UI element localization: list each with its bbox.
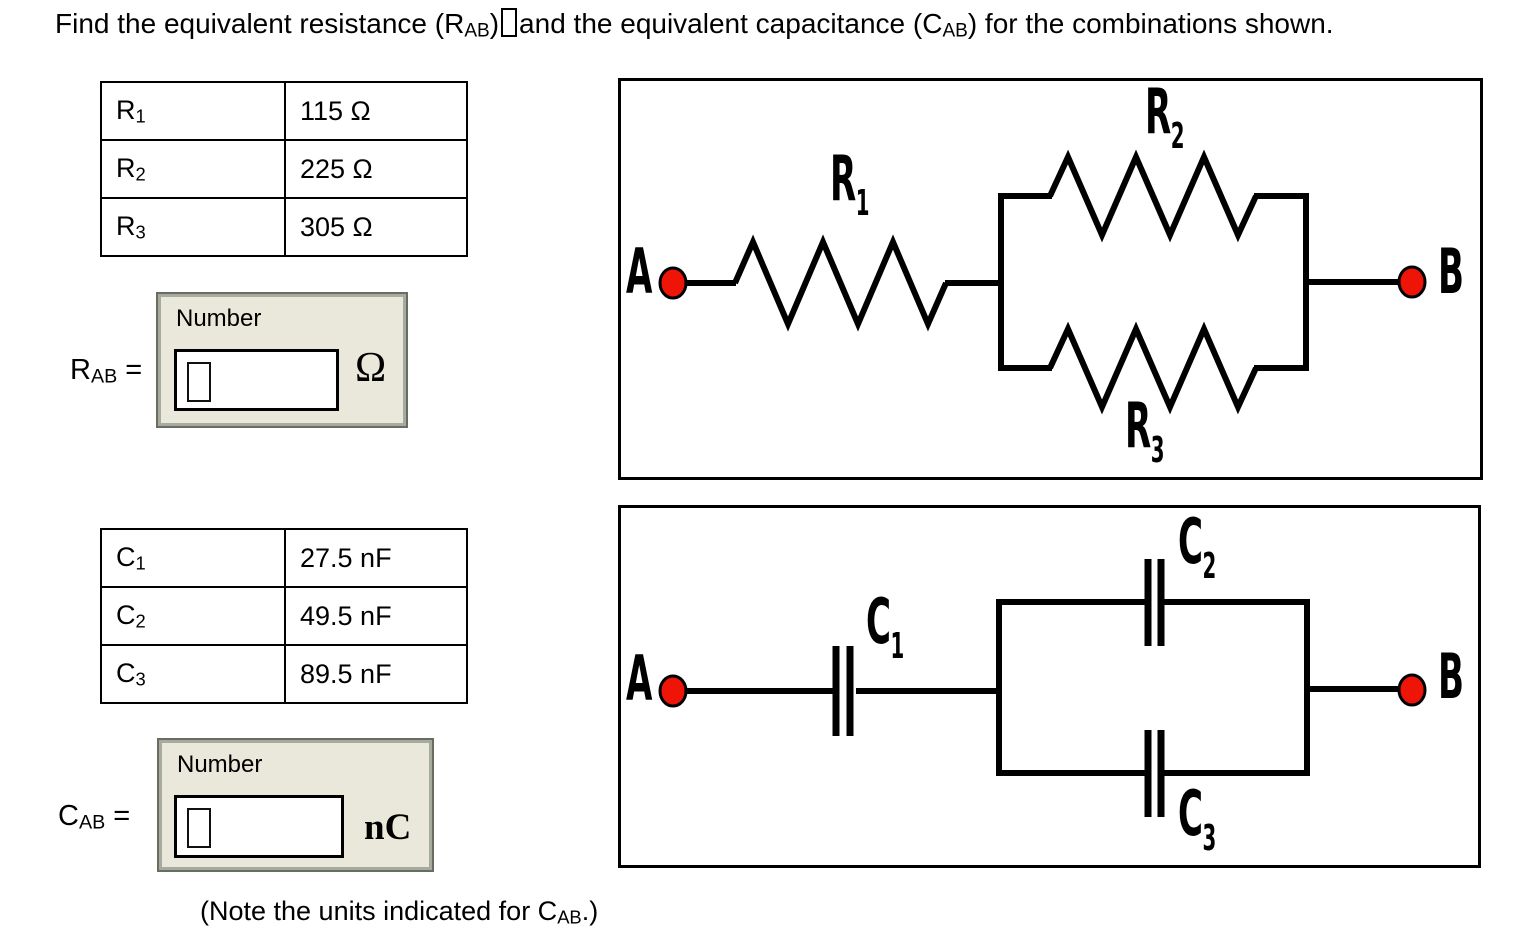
table-row: R1 115 Ω [100,81,468,141]
resistor-value-cell: 115 Ω [284,81,468,141]
cab-label-main: C [58,800,79,832]
capacitor-name-cell: C3 [100,644,286,704]
empty-value-box [187,808,211,848]
title-sub-ab-2: AB [942,20,968,42]
cab-label-equals: = [105,800,131,832]
note-text: (Note the units indicated for C [200,896,558,926]
resistor-r3-zigzag [1047,321,1259,415]
capacitor-symbol: C [116,657,136,688]
note-text: .) [581,896,599,926]
terminal-b-label: B [1438,640,1464,713]
title-sub-ab-1: AB [464,20,490,42]
number-field-label: Number [176,305,262,332]
capacitor-symbol-sub: 2 [135,610,146,632]
resistor-circuit-diagram: A R1 R2 R3 B [618,78,1483,480]
resistor-r3-label: R3 [1125,389,1164,472]
title-text: ) [489,8,500,39]
capacitor-value-cell: 49.5 nF [284,586,468,646]
capacitor-c1-label: C1 [866,585,904,668]
terminal-a-label: A [626,642,652,715]
resistor-symbol: R [116,94,136,125]
resistor-symbol: R [116,210,136,241]
terminal-b-dot [1397,265,1427,299]
resistor-circuit-svg [618,78,1483,480]
capacitor-circuit-svg [618,505,1481,868]
title-text: Find the equivalent resistance (R [55,8,465,39]
capacitor-value-cell: 27.5 nF [284,528,468,588]
table-row: C3 89.5 nF [100,644,468,704]
rab-answer-input[interactable] [174,349,339,411]
terminal-a-label: A [626,235,652,308]
table-row: C2 49.5 nF [100,586,468,646]
cab-unit-label: nC [364,807,412,848]
rab-unit-label: Ω [355,345,387,391]
capacitor-value-cell: 89.5 nF [284,644,468,704]
table-row: R2 225 Ω [100,139,468,199]
capacitor-name-cell: C1 [100,528,286,588]
units-note: (Note the units indicated for CAB.) [200,896,598,928]
page-title: Find the equivalent resistance (RAB)and … [55,8,1334,42]
resistor-symbol-sub: 2 [135,163,146,185]
title-text: ) for the combinations shown. [967,8,1334,39]
capacitor-name-cell: C2 [100,586,286,646]
cab-answer-panel: Number nC [157,738,434,872]
rab-label-main: R [70,354,91,386]
capacitor-symbol: C [116,599,136,630]
capacitor-value-table: C1 27.5 nF C2 49.5 nF C3 89.5 nF [100,528,468,704]
capacitor-c3-label: C3 [1178,777,1216,860]
resistor-r2-label: R2 [1145,75,1184,158]
terminal-a-dot [658,266,688,300]
resistor-r2-zigzag [1047,149,1259,243]
number-field-label: Number [177,751,263,778]
cab-label-sub: AB [78,811,106,834]
rab-label: RAB = [70,354,142,389]
rab-label-sub: AB [90,365,118,388]
table-row: R3 305 Ω [100,197,468,257]
resistor-name-cell: R2 [100,139,286,199]
terminal-a-dot [658,674,688,708]
resistor-r1-label: R1 [830,142,869,225]
cab-answer-input[interactable] [174,795,344,858]
capacitor-symbol-sub: 1 [135,552,146,574]
resistor-r1-zigzag [732,234,949,332]
table-row: C1 27.5 nF [100,528,468,588]
note-sub: AB [557,906,582,928]
resistor-value-cell: 305 Ω [284,197,468,257]
capacitor-symbol-sub: 3 [135,668,146,690]
capacitor-circuit-diagram: A C1 C2 C3 B [618,505,1481,868]
rab-label-equals: = [117,354,143,386]
rab-answer-panel: Number Ω [156,292,408,428]
resistor-symbol: R [116,152,136,183]
title-text: and the equivalent capacitance (C [519,8,943,39]
resistor-symbol-sub: 1 [135,105,146,127]
resistor-name-cell: R1 [100,81,286,141]
resistor-value-cell: 225 Ω [284,139,468,199]
resistor-name-cell: R3 [100,197,286,257]
capacitor-symbol: C [116,541,136,572]
resistor-value-table: R1 115 Ω R2 225 Ω R3 305 Ω [100,81,468,257]
capacitor-c2-label: C2 [1178,505,1216,588]
missing-glyph-box [501,8,518,37]
resistor-symbol-sub: 3 [135,221,146,243]
terminal-b-label: B [1438,235,1464,308]
terminal-b-dot [1397,673,1427,707]
cab-label: CAB = [58,800,130,835]
empty-value-box [187,362,211,402]
